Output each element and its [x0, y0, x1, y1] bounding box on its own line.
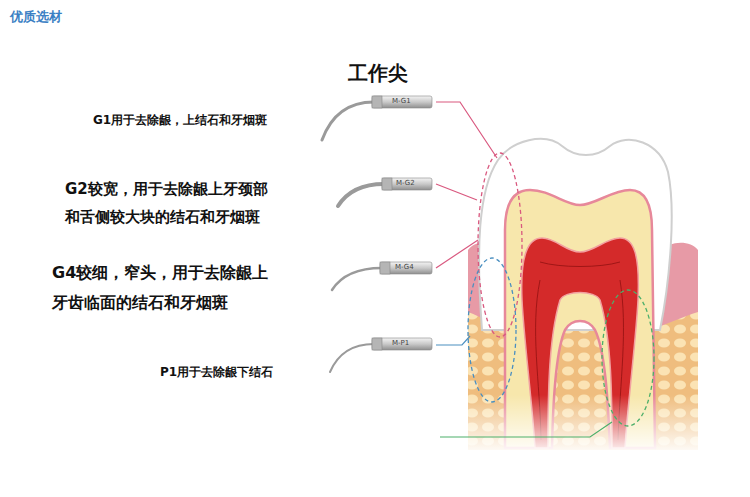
header-tag: 优质选材	[10, 8, 62, 26]
scaler-tip	[330, 338, 432, 372]
tip-model: M-G1	[392, 97, 411, 105]
tip-description: G1用于去除龈，上结石和牙烟斑	[93, 112, 267, 129]
zone-outline	[602, 290, 654, 426]
scaler-tip	[338, 178, 432, 206]
zone-outline	[468, 258, 516, 402]
leader-line	[436, 240, 478, 268]
fade	[460, 395, 705, 455]
diagram-title: 工作尖	[348, 60, 408, 87]
leader-line	[436, 184, 477, 200]
leader-line	[436, 336, 470, 345]
leader-line	[436, 102, 497, 158]
tip-model: M-P1	[392, 339, 409, 347]
tip-model: M-G4	[395, 263, 414, 271]
scaler-tip	[322, 96, 432, 140]
tip-description: G2较宽，用于去除龈上牙颈部 和舌侧较大块的结石和牙烟斑	[65, 175, 295, 231]
tip-model: M-G2	[396, 179, 415, 187]
zone-outline	[478, 153, 522, 337]
leader-line	[440, 422, 612, 437]
tip-description: P1用于去除龈下结石	[160, 364, 273, 381]
scaler-tip	[332, 262, 432, 290]
tip-description: G4较细，窄头，用于去除龈上 牙齿临面的结石和牙烟斑	[52, 258, 297, 318]
